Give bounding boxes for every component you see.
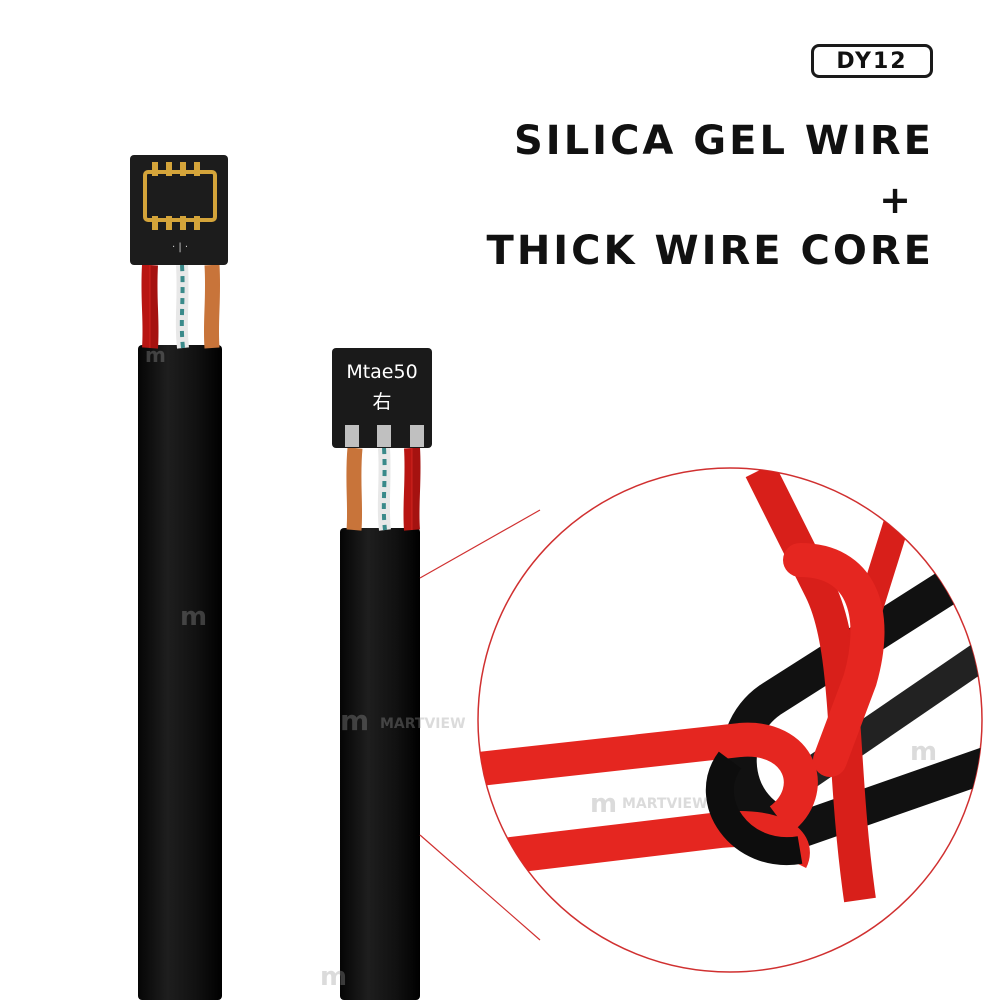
model-badge: DY12	[811, 44, 933, 78]
svg-text:m: m	[320, 962, 347, 992]
right-cable: Mtae50 右	[332, 348, 432, 1000]
left-cable: · | ·	[130, 155, 228, 1000]
callout-line-bottom	[419, 834, 541, 941]
headline-silica-gel-wire: SILICA GEL WIRE	[514, 118, 934, 164]
svg-text:MARTVIEW: MARTVIEW	[622, 796, 708, 812]
martview-logo-icon: m	[180, 602, 207, 632]
callout-line-top	[419, 509, 541, 579]
svg-text:m: m	[340, 704, 369, 737]
left-connector-board	[130, 155, 228, 265]
connector-label-side: 右	[372, 391, 391, 413]
right-connector-board	[332, 348, 432, 448]
svg-text:· | ·: · | ·	[172, 242, 188, 253]
magnified-wire-detail	[477, 467, 983, 973]
headline-plus: +	[879, 178, 914, 222]
martview-watermark: m m MARTVIEW m MARTVIEW m m m	[145, 343, 937, 992]
connector-label-model: Mtae50	[346, 361, 417, 383]
headline-thick-wire-core: THICK WIRE CORE	[486, 228, 934, 274]
svg-text:m: m	[145, 343, 166, 367]
svg-text:MARTVIEW: MARTVIEW	[380, 716, 466, 732]
svg-text:m: m	[590, 789, 617, 819]
svg-text:m: m	[910, 737, 937, 767]
